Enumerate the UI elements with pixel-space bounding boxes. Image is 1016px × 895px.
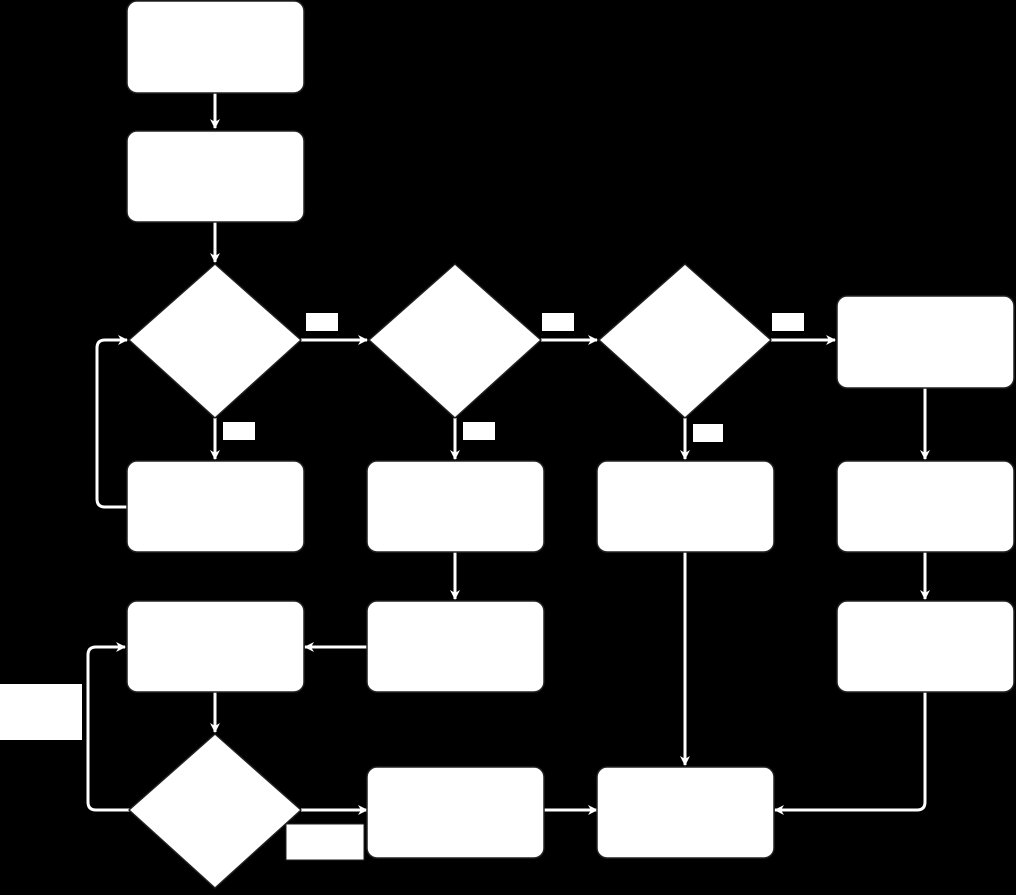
edge-label-decision2-right: [542, 313, 574, 331]
connector-right3-to-end: [774, 692, 927, 815]
decision-diamond-3: [598, 263, 772, 419]
decision-diamond-2: [368, 263, 542, 419]
decision-diamond-1: [128, 263, 302, 419]
process-box-right-2: [836, 460, 1015, 553]
edge-labels: [223, 313, 804, 861]
edge-label-decision3-down: [693, 424, 723, 442]
decision-diamond-4: [128, 733, 302, 889]
process-box-1: [126, 0, 305, 94]
process-box-right-1: [836, 295, 1015, 389]
edge-label-decision1-down: [223, 422, 255, 440]
connector-process3-loop-to-decision1: [95, 335, 128, 509]
process-box-4: [366, 460, 545, 553]
edge-label-decision1-right: [306, 313, 338, 331]
process-box-right-3: [836, 600, 1015, 693]
edge-label-decision3-right: [772, 313, 804, 331]
process-box-8: [366, 766, 545, 859]
connector-decision4-loop-to-process6: [86, 642, 130, 812]
edge-label-decision2-down: [463, 422, 495, 440]
side-note-box: [0, 684, 82, 740]
process-box-5: [596, 460, 775, 553]
process-box-3: [126, 460, 305, 553]
edge-label-decision4-right: [285, 823, 365, 861]
process-box-end: [596, 766, 775, 859]
process-box-6: [126, 600, 305, 693]
process-box-7: [366, 600, 545, 693]
connectors: [86, 93, 930, 815]
nodes: [126, 0, 1015, 889]
process-box-2: [126, 130, 305, 223]
